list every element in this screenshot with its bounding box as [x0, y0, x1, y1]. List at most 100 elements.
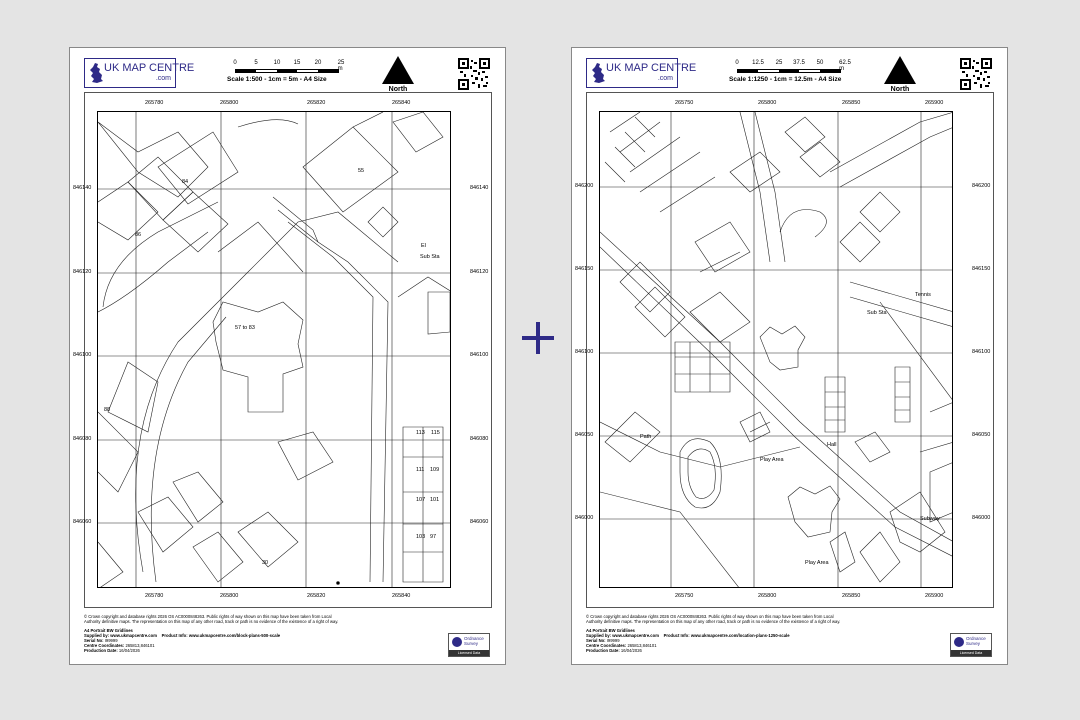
map-label: 107: [416, 497, 426, 503]
north-arrow-icon: [884, 56, 916, 84]
production-label: Production Date:: [586, 648, 620, 653]
logo-suffix: .com: [155, 75, 171, 82]
gridlines: [98, 112, 450, 587]
map-label: 30: [262, 560, 269, 566]
x-coord-bottom: 265800: [758, 593, 777, 599]
serial-value: I99999: [606, 638, 620, 643]
os-licensed-label: Licensed Data: [449, 650, 489, 656]
map-label: 113: [416, 430, 425, 436]
y-coord-left: 846100: [73, 352, 92, 358]
map-label: 101: [430, 497, 440, 503]
scale-tick: 37.5: [793, 60, 805, 66]
plus-icon: [522, 322, 554, 354]
scale-tick: 5: [254, 60, 258, 66]
x-coord-top: 265820: [307, 100, 326, 106]
north-arrow-icon: [382, 56, 414, 84]
production-value: 16/04/2026: [620, 648, 642, 653]
y-coord-right: 846140: [470, 185, 489, 191]
product-info-link[interactable]: www.ukmapcentre.com/location-plans-1250-…: [690, 633, 790, 638]
map-label: 97: [430, 534, 437, 540]
x-coord-bottom: 265900: [925, 593, 944, 599]
y-coord-right: 846150: [972, 266, 991, 272]
scale-graduation: [235, 69, 339, 73]
north-label: North: [388, 86, 408, 93]
os-name-2: Survey: [966, 641, 981, 646]
map-label: Subway: [920, 516, 940, 522]
os-name-2: Survey: [464, 641, 479, 646]
centre-value: 265813,846101: [125, 643, 155, 648]
map-label: 55: [358, 168, 365, 174]
x-coord-top: 265800: [758, 100, 777, 106]
x-coord-bottom: 265780: [145, 593, 164, 599]
scale-caption: Scale 1:500 - 1cm = 5m - A4 Size: [227, 76, 327, 83]
serial-label: Serial No:: [586, 638, 606, 643]
map-label: El: [421, 243, 426, 249]
map-sheet-2-1250: UK MAP CENTRE .com 0 12.5 25 37.5 50 62.…: [571, 47, 1008, 665]
x-coord-top: 265900: [925, 100, 944, 106]
product-info-label: Product Info:: [663, 633, 690, 638]
north-arrow: North: [880, 56, 920, 96]
uk-outline-icon: [90, 63, 103, 83]
logo-title: UK MAP CENTRE: [104, 62, 195, 74]
map-label: 103: [416, 534, 426, 540]
building-blocks: [604, 112, 952, 583]
map-area: Sub Sta Play Area Play Area Path Tennis …: [599, 111, 953, 588]
x-coord-bottom: 265840: [392, 593, 411, 599]
y-coord-left: 846060: [73, 519, 92, 525]
scale-tick: 20: [314, 60, 322, 66]
scale-tick: 10: [273, 60, 281, 66]
scale-bar: 0 12.5 25 37.5 50 62.5 m Scale 1:1250 - …: [729, 60, 869, 98]
y-coord-right: 846080: [470, 436, 489, 442]
scale-tick: 50: [816, 60, 824, 66]
play-area: [679, 438, 722, 509]
road-lines: [600, 112, 952, 587]
uk-outline-icon: [592, 63, 605, 83]
supplied-link[interactable]: www.ukmapcentre.com: [110, 633, 157, 638]
map-linework: [600, 112, 952, 587]
map-label: 109: [430, 467, 440, 473]
serial-label: Serial No:: [84, 638, 104, 643]
qr-code-icon: [458, 58, 490, 90]
scale-tick: 0: [233, 60, 237, 66]
key-buildings: [759, 325, 841, 538]
map-footer: © Crown copyright and database rights 20…: [84, 614, 344, 653]
centre-label: Centre Coordinates:: [84, 643, 125, 648]
x-coord-bottom: 265850: [842, 593, 861, 599]
qr-code-icon: [960, 58, 992, 90]
os-name-1: Ordnance: [966, 636, 986, 641]
map-sheet-1-500: UK MAP CENTRE .com 0 5 10 15 20 25 m Sca…: [69, 47, 506, 665]
y-coord-left: 846050: [575, 432, 594, 438]
logo-suffix: .com: [657, 75, 673, 82]
os-logo-icon: [452, 637, 462, 647]
scale-caption: Scale 1:1250 - 1cm = 12.5m - A4 Size: [729, 76, 842, 83]
copyright-text: © Crown copyright and database rights 20…: [586, 614, 841, 624]
scale-ticks: 0 12.5 25 37.5 50 62.5 m: [729, 60, 851, 72]
os-logo-icon: [954, 637, 964, 647]
supplied-label: Supplied by:: [586, 633, 612, 638]
supplied-link[interactable]: www.ukmapcentre.com: [612, 633, 659, 638]
y-coord-right: 846120: [470, 269, 489, 275]
x-coord-top: 265800: [220, 100, 239, 106]
os-name-1: Ordnance: [464, 636, 484, 641]
copyright-text: © Crown copyright and database rights 20…: [84, 614, 339, 624]
scale-graduation: [737, 69, 841, 73]
y-coord-left: 846120: [73, 269, 92, 275]
map-label: 115: [431, 430, 440, 436]
product-info-link[interactable]: www.ukmapcentre.com/block-plans-500-scal…: [188, 633, 281, 638]
map-label: 88: [104, 407, 111, 413]
map-footer: © Crown copyright and database rights 20…: [586, 614, 846, 653]
scale-ticks: 0 5 10 15 20 25 m: [227, 60, 344, 72]
x-coord-bottom: 265800: [220, 593, 239, 599]
map-label: 111: [416, 467, 425, 473]
os-licensed-label: Licensed Data: [951, 650, 991, 656]
y-coord-right: 846100: [972, 349, 991, 355]
centre-label: Centre Coordinates:: [586, 643, 627, 648]
map-label: 57 to 83: [235, 325, 255, 331]
y-coord-right: 846060: [470, 519, 489, 525]
y-coord-right: 846000: [972, 515, 991, 521]
product-info-label: Product Info:: [161, 633, 188, 638]
map-label: Play Area: [760, 457, 784, 463]
y-coord-right: 846200: [972, 183, 991, 189]
scale-tick: 0: [735, 60, 739, 66]
